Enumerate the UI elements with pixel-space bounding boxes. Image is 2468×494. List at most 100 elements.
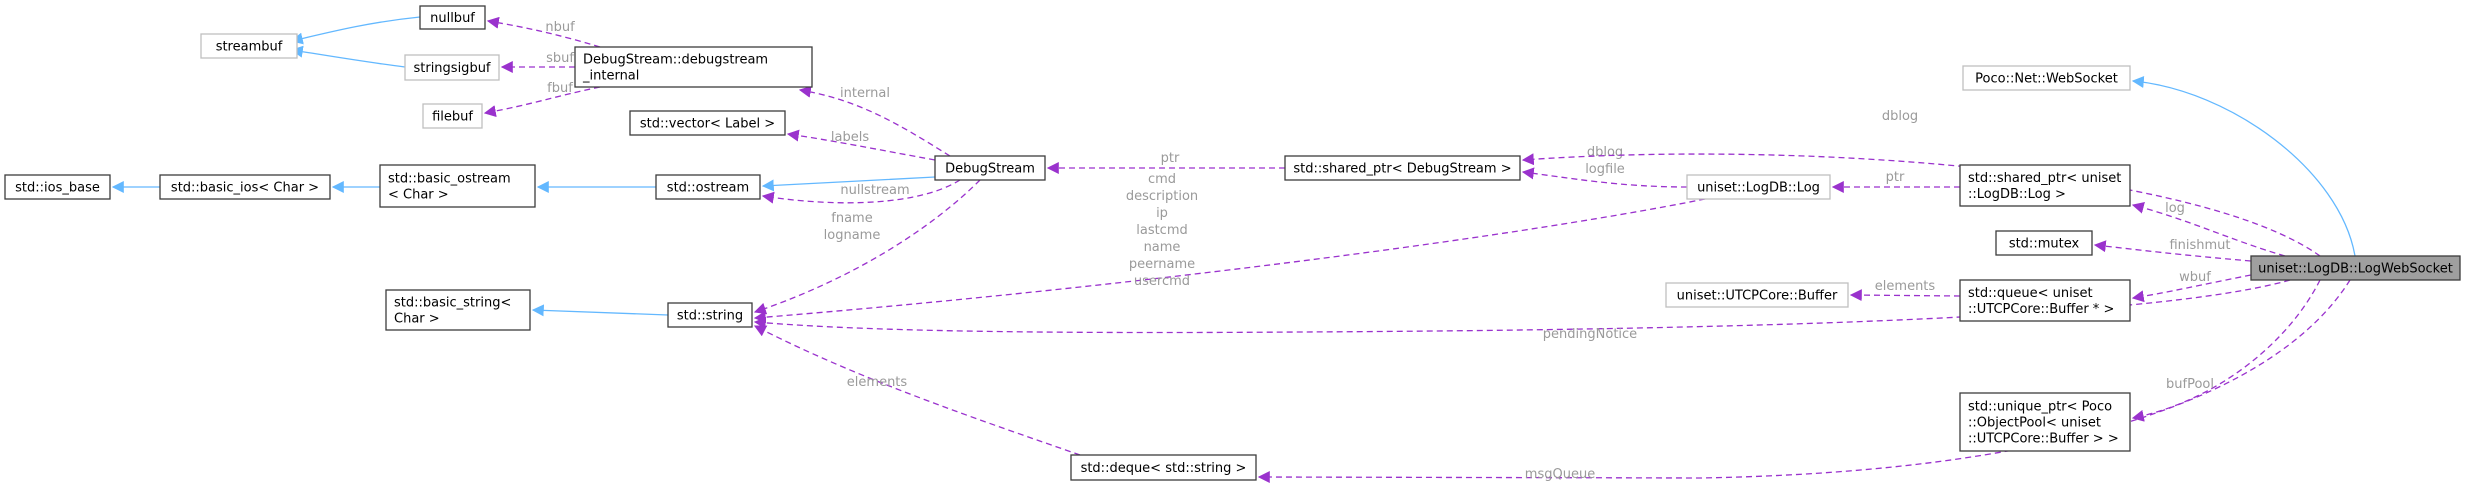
class-node-box (200, 33, 298, 59)
class-node-box (934, 155, 1046, 181)
class-node-string[interactable]: std::string (667, 302, 753, 328)
edge-label: log (2165, 201, 2185, 216)
edge-logwebsocket-websocket (2131, 76, 2356, 257)
class-node-box (385, 289, 531, 331)
edge-label: dblog (1882, 109, 1918, 124)
edge-label: lastcmd (1136, 223, 1188, 238)
edge-label: sbuf (546, 51, 574, 66)
class-node-filebuf[interactable]: filebuf (422, 103, 483, 129)
class-node-vector-label[interactable]: std::vector< Label > (629, 110, 786, 136)
edge-lws-shared_ptr_debugstream: dblog (1521, 109, 2321, 257)
edge-lws-mutex: finishmut (2093, 238, 2252, 262)
class-node-shared-ptr-log[interactable]: std::shared_ptr< uniset::LogDB::Log > (1959, 164, 2131, 207)
class-node-box (667, 302, 753, 328)
class-node-label: std::ios_base (15, 181, 100, 196)
class-node-deque-string[interactable]: std::deque< std::string > (1070, 454, 1257, 481)
class-node-queue-buffer[interactable]: std::queue< uniset::UTCPCore::Buffer * > (1959, 279, 2131, 322)
class-node-utcp-buffer[interactable]: uniset::UTCPCore::Buffer (1665, 282, 1849, 308)
edge-debugstream-internal: internal (798, 85, 951, 157)
class-node-label: ::ObjectPool< uniset (1968, 416, 2101, 431)
class-node-debugstream-internal[interactable]: DebugStream::debugstream_internal (574, 46, 813, 88)
edge-log-shared_ptr_debugstream: dblog logfile (1521, 145, 1688, 188)
class-node-label: std::basic_ios< Char > (171, 181, 319, 196)
usage-edge-line (483, 86, 601, 118)
class-node-debugstream[interactable]: DebugStream (934, 155, 1046, 181)
edge-debugstream-ostream-nullstream: nullstream (761, 179, 961, 204)
class-node-label: std::deque< std::string > (1081, 461, 1247, 476)
class-node-box (1686, 174, 1831, 200)
usage-edge-line (761, 179, 961, 204)
edge-label: labels (831, 130, 869, 145)
class-node-label: uniset::LogDB::Log (1697, 181, 1820, 196)
class-node-ios-base[interactable]: std::ios_base (4, 174, 111, 200)
class-node-box (655, 174, 761, 200)
class-node-box (1959, 279, 2131, 322)
class-node-box (159, 174, 331, 200)
edge-label: logfile (1585, 162, 1625, 177)
class-node-box (379, 164, 536, 208)
edge-queue-buffer: elements (1849, 279, 1961, 302)
class-node-websocket[interactable]: Poco::Net::WebSocket (1962, 65, 2131, 91)
edge-lws-deque: msgQueue (1257, 279, 2351, 484)
class-node-box (1962, 65, 2131, 91)
class-node-stringsigbuf[interactable]: stringsigbuf (404, 54, 500, 81)
edge-label: pendingNotice (1543, 327, 1637, 342)
edge-stringsigbuf-streambuf (290, 45, 406, 68)
edge-label: ip (1156, 206, 1168, 221)
class-node-shared-ptr-debugstream[interactable]: std::shared_ptr< DebugStream > (1284, 155, 1521, 181)
class-node-box (419, 5, 486, 30)
class-node-ostream[interactable]: std::ostream (655, 174, 761, 200)
edge-label: nbuf (545, 20, 575, 35)
class-node-label: std::shared_ptr< DebugStream > (1293, 162, 1511, 177)
class-node-box (404, 54, 500, 81)
class-node-label: ::UTCPCore::Buffer > > (1968, 432, 2119, 447)
class-node-label: ::LogDB::Log > (1968, 187, 2066, 202)
class-node-basic-ostream[interactable]: std::basic_ostream< Char > (379, 164, 536, 208)
class-node-basic-ios[interactable]: std::basic_ios< Char > (159, 174, 331, 200)
class-node-streambuf[interactable]: streambuf (200, 33, 298, 59)
edge-nullbuf-streambuf (290, 16, 421, 45)
class-node-label: std::shared_ptr< uniset (1968, 171, 2121, 186)
class-node-box (1284, 155, 1521, 181)
class-node-nullbuf[interactable]: nullbuf (419, 5, 486, 30)
class-node-label: filebuf (432, 110, 473, 125)
class-node-logwebsocket[interactable]: uniset::LogDB::LogWebSocket (2250, 255, 2461, 281)
edge-internal-nullbuf: nbuf (486, 16, 601, 48)
edge-label: ptr (1161, 151, 1180, 166)
inheritance-edge-line (761, 176, 936, 192)
class-node-label: DebugStream (945, 162, 1035, 177)
usage-edge-line (753, 325, 1081, 456)
edge-lws-queue: wbuf (2131, 270, 2252, 303)
class-node-basic-string[interactable]: std::basic_string<Char > (385, 289, 531, 331)
edge-label: bufPool (2166, 377, 2214, 392)
class-node-label: std::queue< uniset (1968, 286, 2093, 301)
edge-label: msgQueue (1525, 467, 1595, 482)
edge-label: ptr (1886, 170, 1905, 185)
usage-edge-line (753, 179, 981, 315)
edge-label: finishmut (2169, 238, 2230, 253)
edge-lws-shared_ptr_log: log (2131, 201, 2286, 257)
class-node-logdb-log[interactable]: uniset::LogDB::Log (1686, 174, 1831, 200)
usage-edge-line (486, 16, 601, 48)
usage-edge-line (1849, 289, 1961, 302)
usage-edge-line (1521, 167, 1688, 188)
class-node-unique-ptr-pool[interactable]: std::unique_ptr< Poco::ObjectPool< unise… (1959, 392, 2131, 452)
class-node-box (1959, 164, 2131, 207)
class-node-mutex[interactable]: std::mutex (1995, 230, 2093, 256)
usage-edge-line (753, 198, 1706, 324)
class-node-label: DebugStream::debugstream (583, 53, 768, 68)
edge-label: dblog (1587, 145, 1623, 160)
class-node-box (1070, 454, 1257, 481)
class-node-label: std::mutex (2009, 237, 2080, 252)
class-node-label: _internal (582, 69, 639, 84)
class-node-label: std::string (677, 309, 743, 324)
class-node-label: streambuf (216, 40, 283, 55)
class-node-label: ::UTCPCore::Buffer * > (1968, 302, 2114, 317)
class-node-box (574, 46, 813, 88)
class-node-label: < Char > (388, 188, 449, 203)
edge-deque-string: elements (753, 325, 1081, 456)
edge-label: name (1144, 240, 1181, 255)
edge-label: internal (840, 86, 890, 101)
class-node-box (2250, 255, 2461, 281)
